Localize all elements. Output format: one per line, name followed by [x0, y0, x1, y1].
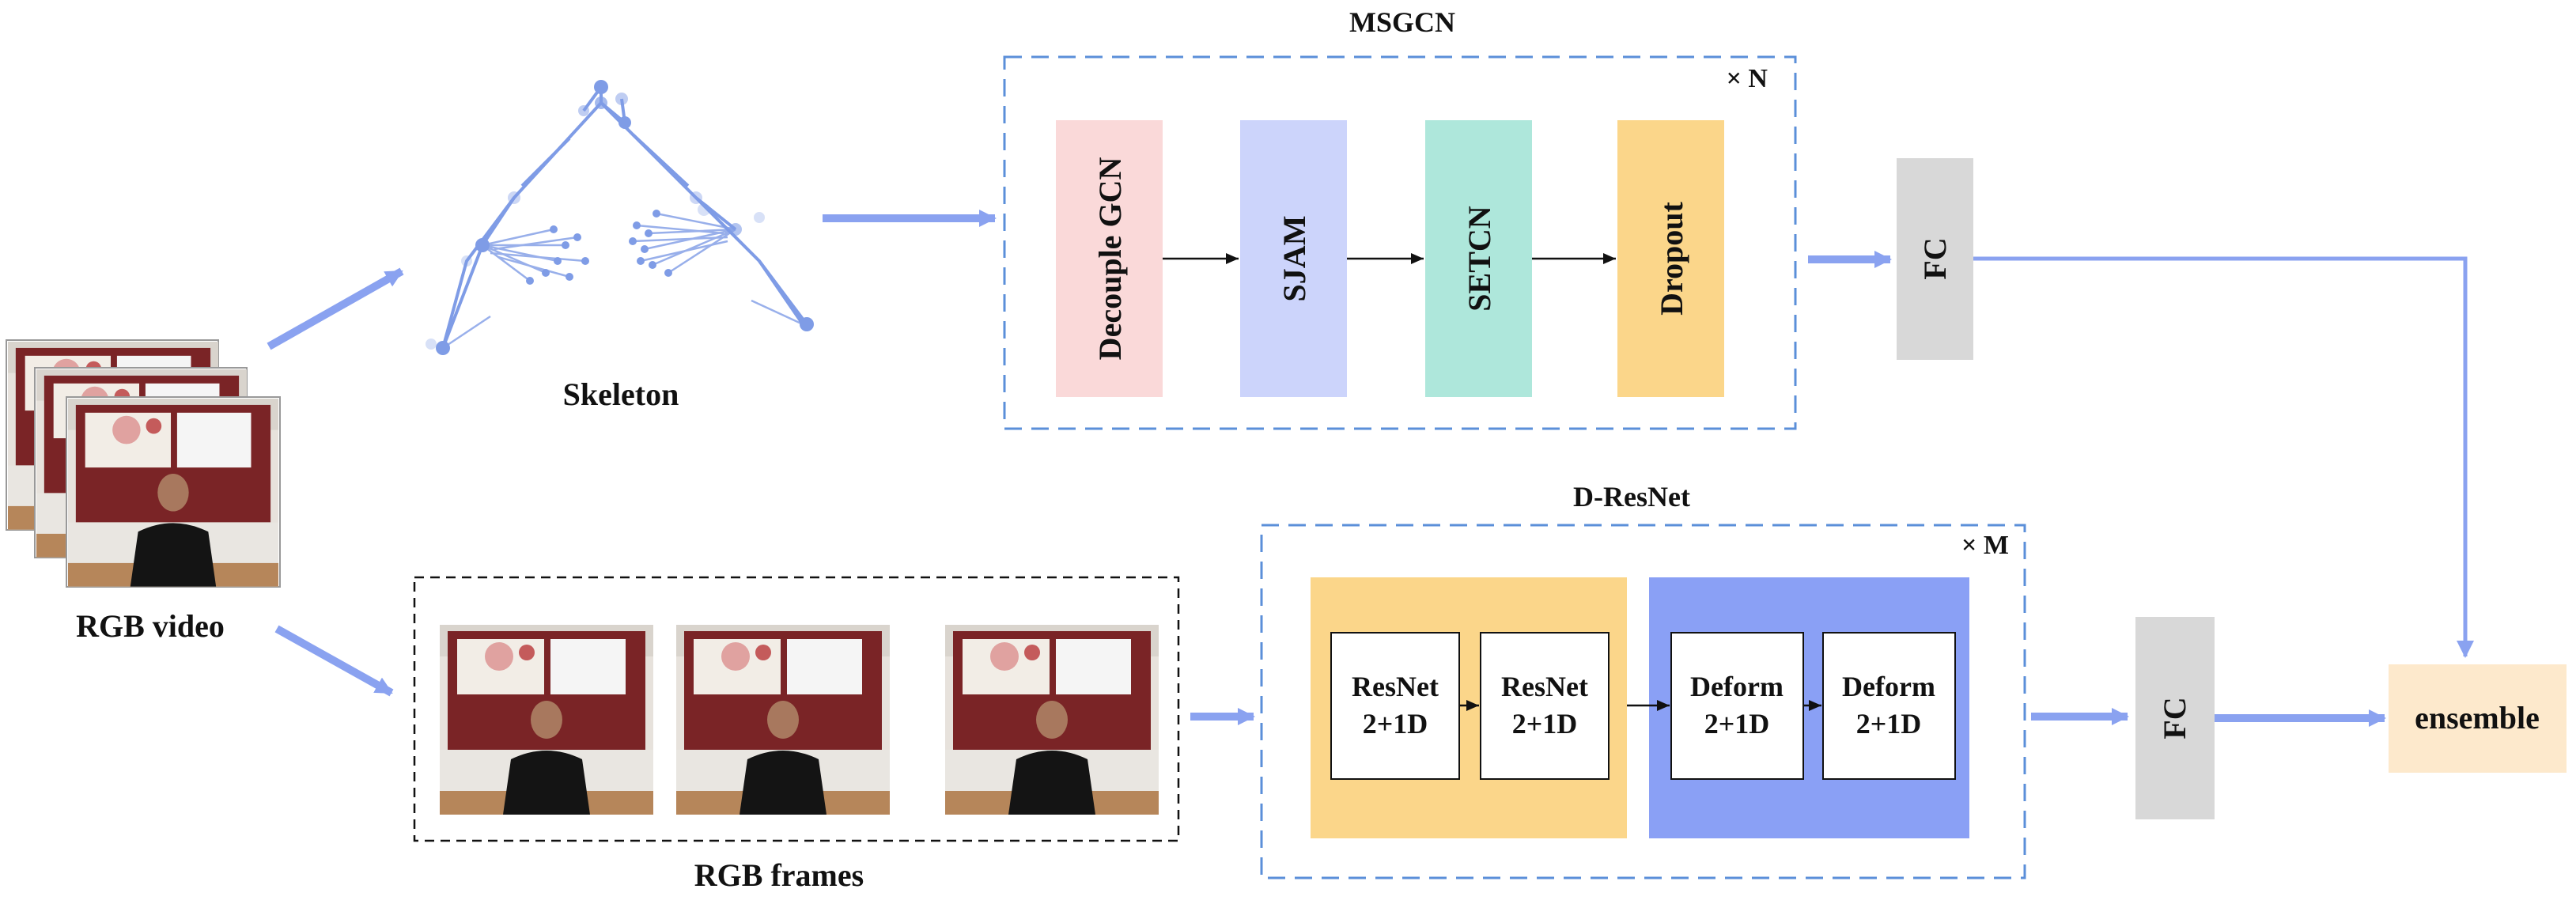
deform-block-2	[1822, 632, 1956, 780]
fc-top-label: FC	[1917, 237, 1953, 279]
deform-block-1	[1670, 632, 1804, 780]
deform-block-2-line1: Deform	[1842, 671, 1935, 702]
deform-block-1-line1: Deform	[1690, 671, 1784, 702]
fc-bottom-block	[2135, 617, 2215, 819]
setcn-block	[1425, 120, 1532, 397]
sjam-label: SJAM	[1277, 216, 1312, 302]
video-to-frames-arrow	[274, 625, 394, 697]
dresnet-title: D-ResNet	[1573, 481, 1690, 513]
resnet-block-1	[1330, 632, 1460, 780]
ensemble-block	[2389, 664, 2567, 773]
msgcn-repeat-label: × N	[1727, 64, 1768, 93]
resnet-block-1-line2: 2+1D	[1363, 708, 1428, 739]
fc-bottom-label: FC	[2157, 697, 2192, 739]
fc-top-block	[1897, 158, 1973, 360]
decouple-gcn-block	[1056, 120, 1163, 397]
rgb-video-stack	[6, 339, 281, 588]
rgb-frames	[440, 625, 1159, 815]
dresnet-box	[1260, 524, 2026, 879]
rgb-frames-box	[413, 576, 1180, 842]
resnet-block-1-line1: ResNet	[1352, 671, 1439, 702]
rgb-frames-label: RGB frames	[694, 857, 864, 893]
setcn-label: SETCN	[1462, 206, 1497, 311]
rgb-frame-1	[440, 625, 653, 815]
video-to-skeleton-arrow	[267, 267, 404, 350]
deform-block-1-line2: 2+1D	[1704, 708, 1770, 739]
dropout-label: Dropout	[1654, 201, 1689, 315]
rgb-frame-3	[945, 625, 1159, 815]
dresnet-repeat-label: × M	[1961, 531, 2009, 560]
dresnet-blocks: ResNet 2+1D ResNet 2+1D Deform 2+1D Defo…	[1330, 632, 1956, 780]
msgcn-title: MSGCN	[1349, 6, 1455, 38]
resnet-block-2-line1: ResNet	[1501, 671, 1588, 702]
resnet-block-2-line2: 2+1D	[1512, 708, 1578, 739]
resnet-block-2	[1480, 632, 1610, 780]
fc-top-to-ensemble-arrow	[1973, 256, 2474, 658]
skeleton-figure	[426, 80, 814, 355]
msgcn-box	[1003, 55, 1797, 430]
skeleton-label: Skeleton	[563, 376, 679, 412]
deform-block-2-line2: 2+1D	[1856, 708, 1922, 739]
msgcn-blocks: Decouple GCN SJAM SETCN Dropout	[1056, 120, 1724, 397]
dropout-block	[1617, 120, 1724, 397]
sjam-block	[1240, 120, 1347, 397]
ensemble-label: ensemble	[2415, 700, 2540, 736]
rgb-video-label: RGB video	[76, 608, 225, 644]
decouple-gcn-label: Decouple GCN	[1092, 157, 1128, 361]
rgb-frame-2	[676, 625, 890, 815]
